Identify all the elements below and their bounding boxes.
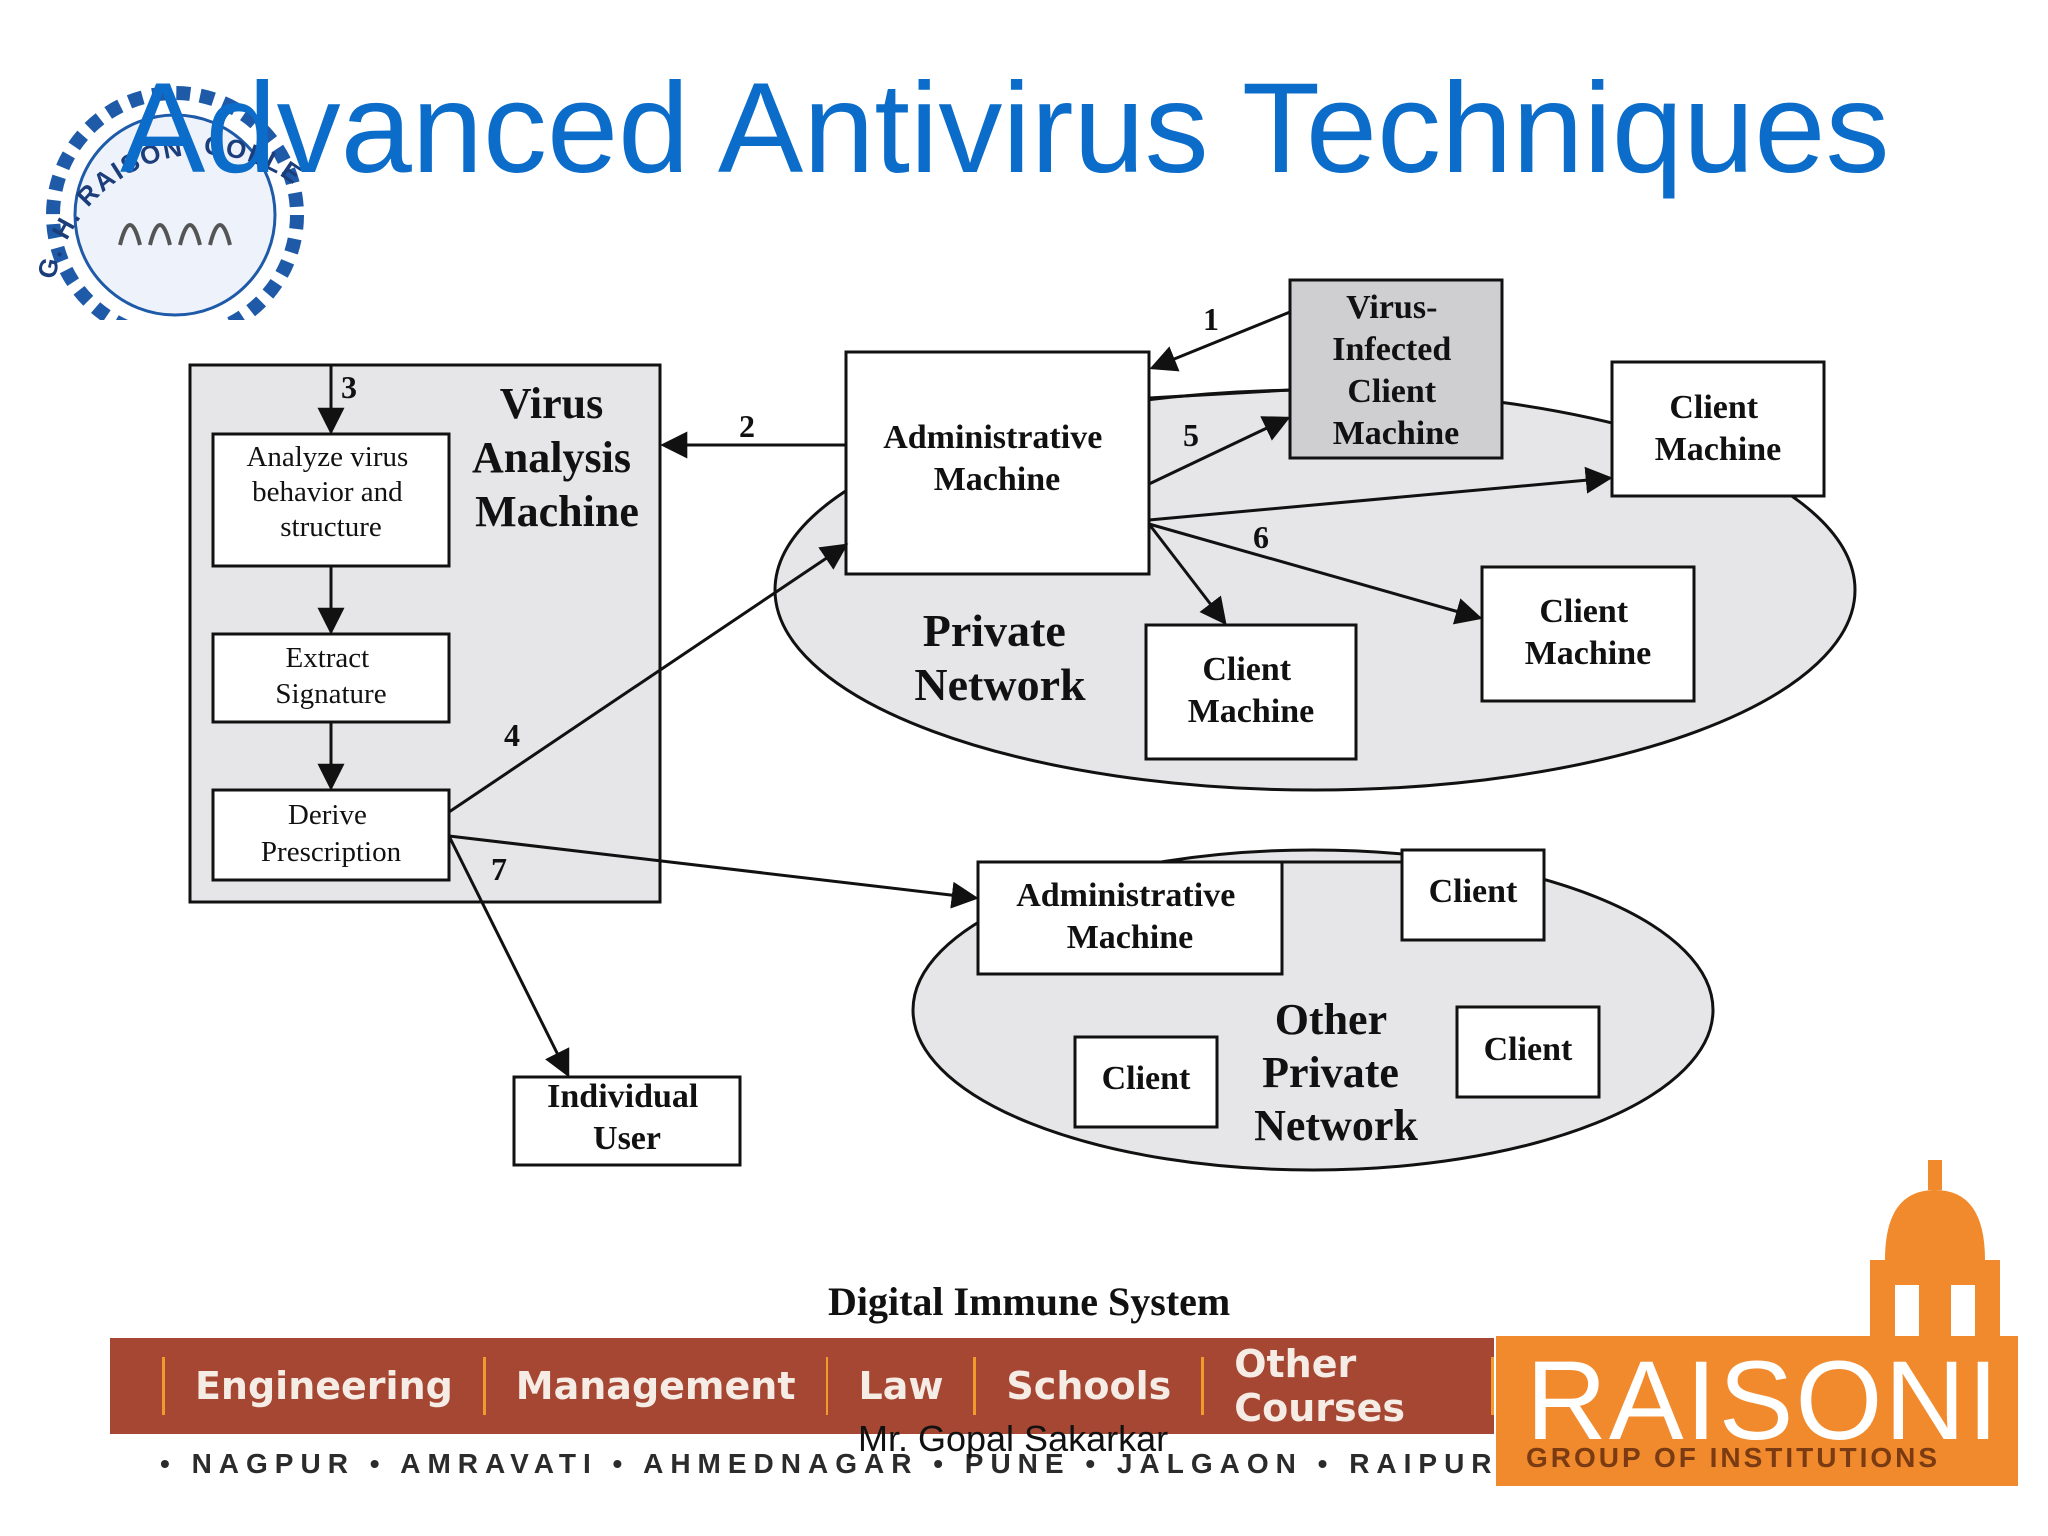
diagram-caption: Digital Immune System — [828, 1279, 1231, 1324]
raisoni-logo: RAISONI GROUP OF INSTITUTIONS — [1496, 1336, 2018, 1486]
step-number-1: 1 — [1203, 301, 1219, 337]
step-number-3: 3 — [341, 369, 357, 405]
step-number-2: 2 — [739, 408, 755, 444]
raisoni-tagline: GROUP OF INSTITUTIONS — [1526, 1442, 1941, 1473]
analyze-line-1: Analyze virus — [246, 441, 408, 473]
svg-text:Derive Prescription: Derive Prescription — [261, 799, 402, 868]
step-number-7: 7 — [491, 851, 507, 887]
admin-machine-box — [844, 350, 1151, 576]
client-right-box — [1455, 1005, 1601, 1099]
admin2-line-1: Administrative — [1016, 877, 1235, 914]
client-machine-a — [1610, 360, 1826, 498]
svg-text:Other Private Netw: Other Private Network — [1254, 995, 1418, 1150]
infected-client-box — [1288, 278, 1504, 460]
dome-logo-icon — [1870, 1160, 2000, 1350]
client-machine-c — [1144, 623, 1358, 761]
arrow-7 — [447, 835, 570, 1078]
arrow-6 — [1148, 522, 1483, 625]
courses-banner: Engineering Management Law Schools Other… — [110, 1338, 1495, 1434]
arrow-4 — [448, 543, 849, 814]
extract-step-box — [211, 632, 451, 724]
client-c-line-2: Machine — [1188, 693, 1315, 730]
arrow-derive-admin2 — [448, 834, 979, 909]
banner-law: Law — [858, 1364, 944, 1408]
client-c-line-1: Client — [1202, 651, 1291, 688]
svg-text:Private Network: Private Network — [914, 605, 1086, 710]
banner-separator — [482, 1357, 486, 1415]
other-network-line-1: Other — [1275, 995, 1387, 1044]
college-logo: G. H. RAISONI COLLEGE OF ENGINEE — [0, 40, 306, 320]
extract-line-2: Signature — [275, 678, 386, 710]
analyze-step-box — [211, 432, 451, 568]
banner-separator — [1491, 1357, 1495, 1415]
client-machine-b — [1480, 565, 1696, 703]
client-left-label: Client — [1102, 1060, 1191, 1097]
client-right-label: Client — [1484, 1031, 1573, 1068]
arrow-admin-client-a — [1148, 466, 1613, 522]
analyze-line-2: behavior and — [252, 476, 403, 508]
raisoni-wordmark: RAISONI — [1526, 1338, 2001, 1463]
banner-schools: Schools — [1006, 1364, 1172, 1408]
infected-line-3: Client — [1347, 373, 1436, 410]
svg-text:Extract Signature: Extract Signature — [275, 642, 386, 710]
svg-text:Client Machine: Client Machine — [1188, 651, 1315, 730]
admin-line-1: Administrative — [883, 419, 1102, 456]
arrow-1 — [1149, 310, 1291, 372]
vam-title-3: Machine — [475, 487, 639, 536]
infected-line-4: Machine — [1333, 415, 1460, 452]
presenter-name: Mr. Gopal Sakarkar — [858, 1418, 1169, 1459]
other-network-line-3: Network — [1254, 1101, 1418, 1150]
arrow-admin-client-c — [1147, 523, 1227, 626]
derive-line-1: Derive — [288, 799, 367, 831]
client-a-line-2: Machine — [1655, 431, 1782, 468]
infected-line-2: Infected — [1332, 331, 1451, 368]
vam-title-1: Virus — [500, 379, 604, 428]
svg-text:Administrative Machine: Administrative Machine — [1016, 877, 1244, 956]
slide-title: Advanced Antivirus Techniques — [120, 57, 1890, 200]
banner-management: Management — [515, 1364, 796, 1408]
svg-text:Analyze virus behavior a: Analyze virus behavior and structure — [246, 441, 415, 543]
svg-text:Client Machine: Client Machine — [1525, 593, 1652, 672]
step-number-5: 5 — [1183, 417, 1199, 453]
client-a-line-1: Client — [1669, 389, 1758, 426]
svg-text:Virus- Infected Cl: Virus- Infected Client Machine — [1332, 289, 1459, 452]
banner-separator — [973, 1357, 977, 1415]
banner-separator — [825, 1357, 829, 1415]
analyze-line-3: structure — [280, 511, 381, 543]
individual-user-line-2: User — [593, 1120, 661, 1157]
banner-engineering: Engineering — [194, 1364, 453, 1408]
svg-text:Individual User: Individual User — [547, 1078, 707, 1157]
step-number-4: 4 — [504, 717, 520, 753]
private-network-line-1: Private — [923, 605, 1066, 656]
individual-user-line-1: Individual — [547, 1078, 698, 1115]
private-network-line-2: Network — [914, 659, 1086, 710]
infected-line-1: Virus- — [1346, 289, 1437, 326]
client-left-box — [1073, 1035, 1219, 1129]
arrow-5 — [1148, 416, 1291, 486]
admin-machine-2-box — [976, 860, 1284, 976]
admin2-line-2: Machine — [1067, 919, 1194, 956]
svg-text:Administrative Machine: Administrative Machine — [883, 419, 1111, 498]
client-b-line-1: Client — [1539, 593, 1628, 630]
banner-separator — [1201, 1357, 1205, 1415]
banner-separator — [162, 1357, 165, 1415]
svg-text:Client Machine: Client Machine — [1655, 389, 1782, 468]
individual-user-box — [512, 1075, 742, 1167]
vam-title-2: Analysis — [472, 433, 631, 482]
banner-other-courses: Other Courses — [1234, 1342, 1405, 1430]
other-network-line-2: Private — [1262, 1048, 1399, 1097]
cities-line: • NAGPUR • AMRAVATI • AHMEDNAGAR • PUNE … — [160, 1448, 1531, 1479]
step-number-6: 6 — [1253, 519, 1269, 555]
client-top-label: Client — [1429, 873, 1518, 910]
svg-text:Virus Analysis Mac: Virus Analysis Machine — [472, 379, 642, 536]
client-top-box — [1400, 848, 1546, 942]
connector-admin-infected — [1148, 388, 1291, 400]
extract-line-1: Extract — [286, 642, 370, 674]
derive-line-2: Prescription — [261, 836, 402, 868]
client-b-line-2: Machine — [1525, 635, 1652, 672]
admin-line-2: Machine — [934, 461, 1061, 498]
